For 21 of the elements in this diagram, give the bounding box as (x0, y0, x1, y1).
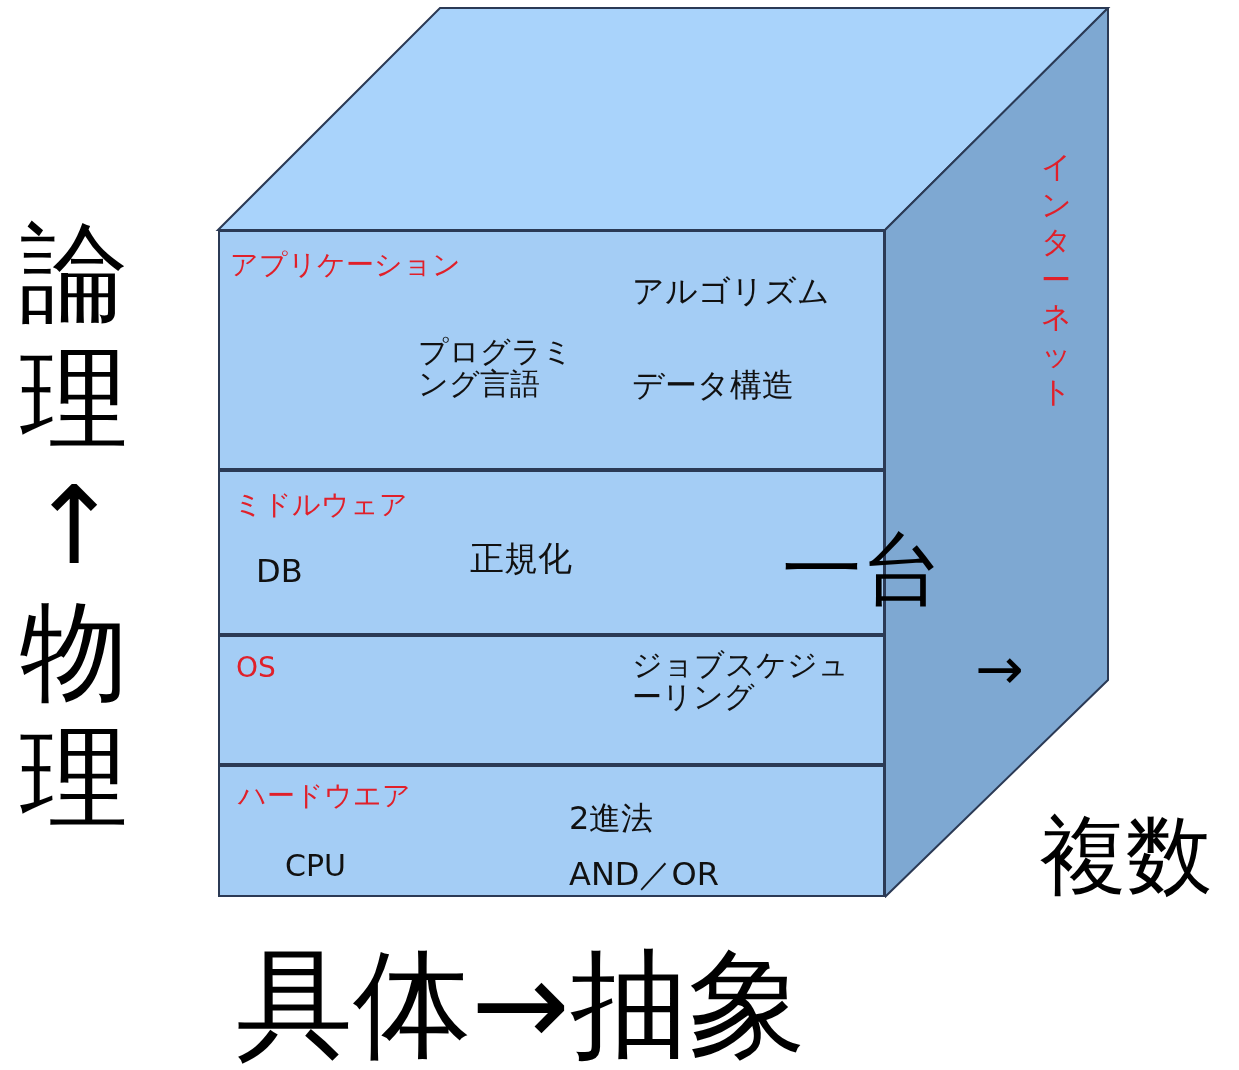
term-label: プログラミング言語 (418, 336, 574, 399)
axis-label: 具体→抽象 (235, 945, 806, 1063)
axis-label: 論理↑物理 (19, 210, 129, 842)
term-label: データ構造 (632, 368, 794, 404)
layer-band (218, 230, 885, 470)
term-label: DB (256, 554, 303, 590)
term-label: ジョブスケジューリング (632, 649, 850, 712)
layer-title: アプリケーション (230, 250, 461, 281)
term-label: 正規化 (470, 540, 572, 578)
axis-label: 複数 (1040, 812, 1212, 898)
layer-title: ハードウエア (238, 781, 411, 812)
term-label: 2進法 (569, 801, 654, 837)
direction-arrow: → (975, 640, 1024, 698)
layer-title: OS (236, 653, 276, 684)
layer-title: ミドルウェア (234, 490, 408, 521)
layer-band (218, 765, 885, 897)
term-label: CPU (285, 849, 346, 882)
layer-title: インターネット (1040, 148, 1072, 411)
term-label: アルゴリズム (632, 274, 830, 310)
layer-band (218, 635, 885, 765)
term-label: AND／OR (569, 857, 719, 893)
